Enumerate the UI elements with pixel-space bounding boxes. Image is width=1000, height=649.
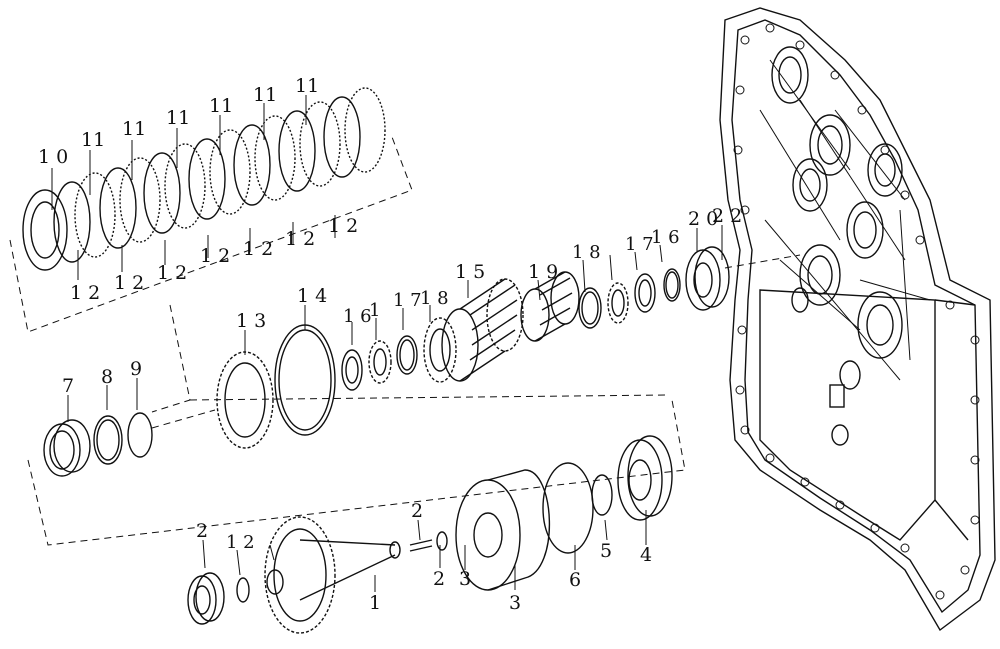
callout-16-right: 1 6: [651, 227, 680, 248]
callout-12-g: 1 2: [328, 215, 358, 237]
bearing-18-right: [607, 282, 629, 324]
bearing-16: [368, 340, 392, 384]
callout-15: 1 5: [455, 261, 485, 283]
housing-bolt-holes: [733, 23, 980, 600]
piston-4: [617, 435, 673, 521]
callout-10: 1 0: [38, 146, 68, 168]
axis-line-left: [151, 409, 216, 429]
callout-11-d: 11: [209, 95, 233, 117]
callout-12-f: 1 2: [285, 228, 315, 250]
callout-18-right: 1 8: [572, 242, 601, 263]
pin-2: [409, 539, 433, 552]
callout-2-lowmid: 2: [433, 568, 445, 590]
transmission-housing: [719, 7, 996, 632]
o-ring-5: [591, 474, 613, 516]
callout-13: 1 3: [236, 310, 266, 332]
gear-13: [216, 351, 274, 449]
ring-17: [396, 335, 418, 375]
snap-ring-9: [127, 412, 153, 458]
callout-11-f: 11: [295, 75, 319, 97]
callout-11-c: 11: [166, 107, 190, 129]
callout-12-low: 1 2: [226, 532, 255, 553]
callout-12-b: 1 2: [114, 272, 144, 294]
plate-10-outer: [22, 189, 68, 271]
callout-2-pin: 2: [411, 500, 423, 522]
callout-11-e: 11: [253, 84, 277, 106]
drum-3: [455, 469, 551, 591]
callout-14: 1 4: [297, 285, 327, 307]
callout-3-b: 3: [509, 592, 521, 614]
callouts: 1 0 11 11 11 11 11 11 1 2 1 2 1 2 1 2 1 …: [38, 75, 742, 614]
callout-16: 1 6: [343, 306, 372, 327]
callout-19: 1 9: [528, 261, 558, 283]
callout-17-right: 1 7: [625, 234, 654, 255]
callout-12-c: 1 2: [157, 262, 187, 284]
needle-bearing-19: [520, 271, 580, 342]
callout-9: 9: [130, 358, 142, 380]
bearing-20: [685, 246, 730, 311]
callout-8: 8: [101, 366, 113, 388]
ring-8: [93, 415, 123, 465]
callout-4: 4: [640, 544, 652, 566]
gear-18: [423, 317, 457, 383]
callout-20: 2 0: [688, 208, 718, 230]
callout-2-left: 2: [196, 520, 208, 542]
callout-12-a: 1 2: [70, 282, 100, 304]
callout-12-e: 1 2: [243, 238, 273, 260]
callout-7: 7: [62, 375, 74, 397]
seal-6: [542, 462, 594, 554]
bearing-2-left: [187, 572, 225, 625]
callout-11-a: 11: [81, 129, 105, 151]
group-frame-upper: [9, 136, 413, 413]
callout-5: 5: [600, 540, 612, 562]
snap-ring-14: [274, 324, 336, 436]
callout-16-stack: 1: [369, 300, 380, 321]
plate-10-inner: [30, 201, 60, 259]
leader-lines: [51, 95, 723, 592]
housing-bearing-bores: [771, 46, 903, 446]
washer-16: [341, 349, 363, 391]
washer-19: [578, 287, 602, 329]
snap-ring-12-low: [236, 577, 250, 603]
gear-shaft-1: [264, 516, 401, 634]
clutch-pack-upper: [22, 87, 386, 271]
callout-17: 1 7: [393, 290, 422, 311]
callout-11-b: 11: [122, 118, 146, 140]
housing-ribs: [759, 59, 931, 381]
washer-17-right: [634, 273, 656, 313]
group-frame-lower: [27, 394, 686, 546]
callout-6: 6: [569, 569, 581, 591]
axis-line-upper: [724, 254, 801, 269]
callout-22: 2 2: [712, 205, 742, 227]
hub-7: [43, 419, 91, 477]
callout-18-mid: 1 8: [420, 288, 449, 309]
gear-shaft-15: [441, 278, 524, 382]
callout-12-d: 1 2: [200, 245, 230, 267]
snap-ring-16-right: [663, 268, 681, 302]
callout-3-a: 3: [459, 568, 471, 590]
callout-1: 1: [369, 592, 381, 614]
ring-2-low: [436, 531, 448, 551]
